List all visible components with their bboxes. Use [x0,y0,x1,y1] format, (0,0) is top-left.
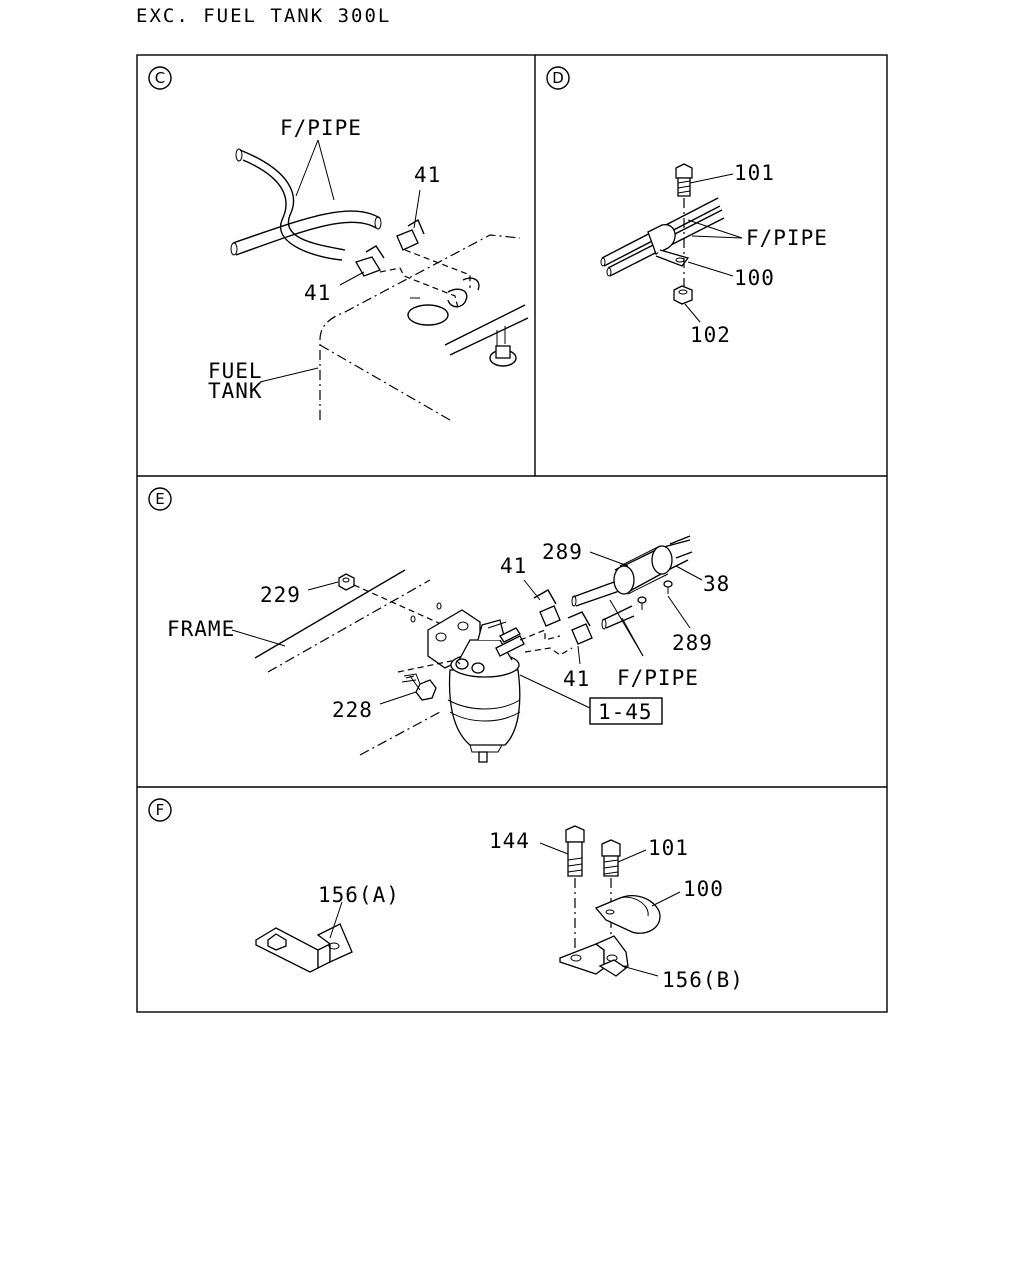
fuel-tank-callout: FUEL TANK [208,359,319,403]
clamp-100-drawing [647,224,690,267]
frame-rail-drawing [254,569,441,756]
clamp-100-callout: 100 [687,261,775,290]
nut-229-callout: 229 [260,581,339,607]
panel-d-marker: D [546,66,570,90]
panel-e: E FRAME 229 [148,487,730,763]
svg-text:C: C [155,69,165,87]
fuel-pipe-drawing [230,148,382,261]
svg-text:156(B): 156(B) [662,968,744,992]
clamp-100-f-callout: 100 [651,877,724,907]
svg-text:228: 228 [332,698,373,722]
page-title: EXC. FUEL TANK 300L [136,5,391,27]
svg-text:TANK: TANK [208,379,263,403]
svg-text:F: F [156,801,165,819]
svg-text:100: 100 [683,877,724,901]
nut-102-drawing [673,285,693,305]
bolt-101-callout: 101 [689,161,775,185]
fpipe-callout: F/PIPE [280,116,362,201]
svg-text:38: 38 [703,572,730,596]
bolt-228-drawing [401,673,437,701]
fpipe-e-callout: F/PIPE [609,599,699,690]
svg-text:1-45: 1-45 [598,700,653,724]
fuel-filter-drawing [427,609,525,763]
svg-text:41: 41 [414,163,441,187]
svg-text:100: 100 [734,266,775,290]
svg-text:F/PIPE: F/PIPE [617,666,699,690]
panel-f-marker: F [148,798,172,822]
hose-38-callout: 38 [675,565,730,596]
svg-text:41: 41 [563,667,590,691]
bracket-156a-callout: 156(A) [318,883,400,939]
bolt-101-drawing [675,163,693,290]
panel-e-marker: E [148,487,172,511]
panel-d: D [546,66,828,347]
bolt-144-drawing [565,825,585,950]
svg-text:101: 101 [734,161,775,185]
svg-text:E: E [155,490,164,508]
panel-c: C F/PIPE 41 41 [148,66,529,421]
svg-text:102: 102 [690,323,731,347]
bolt-228-callout: 228 [332,691,417,722]
svg-text:D: D [552,69,564,87]
panel-c-marker: C [148,66,172,90]
svg-text:41: 41 [500,554,527,578]
svg-text:F/PIPE: F/PIPE [280,116,362,140]
bolt-144-callout: 144 [489,829,569,855]
clamp-100-f-drawing [594,895,661,934]
clamp-289-top-callout: 289 [542,540,629,567]
svg-text:101: 101 [648,836,689,860]
svg-text:41: 41 [304,281,331,305]
bolt-101-f-callout: 101 [617,836,689,863]
svg-text:FRAME: FRAME [167,617,235,641]
clip-41-e-bottom: 41 [563,611,593,691]
hose-38-drawing [613,535,693,610]
fuel-tank-drawing [319,234,529,421]
svg-text:289: 289 [672,631,713,655]
clip-41-e-top: 41 [500,554,561,627]
bracket-156b-callout: 156(B) [621,965,744,992]
svg-text:229: 229 [260,583,301,607]
frame-callout: FRAME [167,617,286,647]
svg-text:144: 144 [489,829,530,853]
svg-text:289: 289 [542,540,583,564]
svg-text:156(A): 156(A) [318,883,400,907]
nut-102-callout: 102 [684,303,731,347]
filter-ref-callout: 1-45 [519,674,663,725]
nut-229-drawing [338,573,451,629]
bracket-156b-drawing [559,935,629,977]
fpipe-callout-d: F/PIPE [687,219,828,250]
panel-frames [136,54,888,1013]
svg-text:F/PIPE: F/PIPE [746,226,828,250]
svg-text:FUEL: FUEL [208,359,263,383]
clamp-289-bottom-callout: 289 [667,595,713,655]
clip-41-top: 41 [396,163,441,251]
clip-41-bottom: 41 [304,245,385,305]
bracket-156a-drawing [255,923,353,973]
panel-f: F 156(A) 144 [148,798,744,992]
